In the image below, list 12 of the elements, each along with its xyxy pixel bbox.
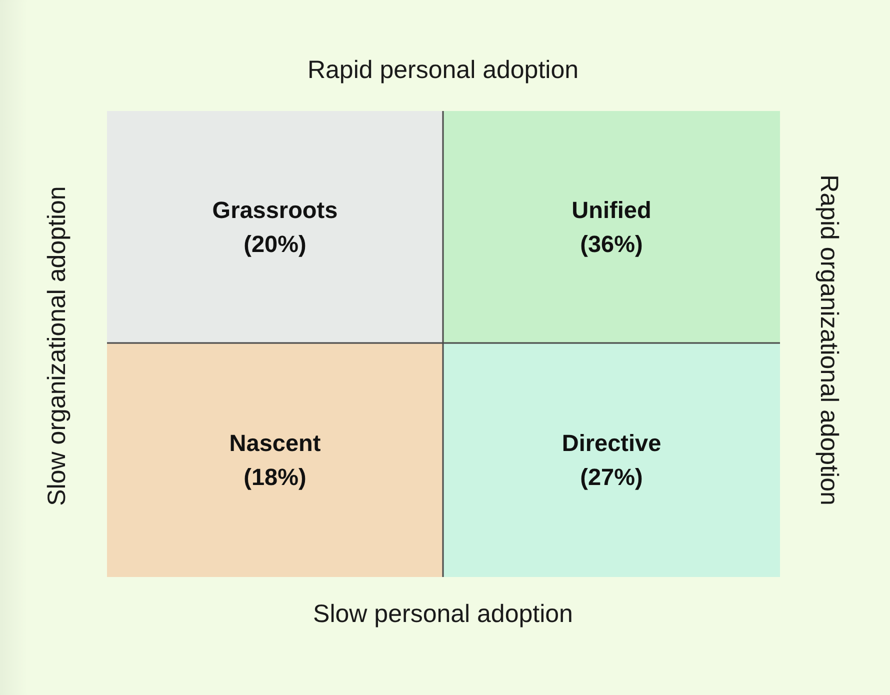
quadrant-title: Grassroots (20%) (212, 196, 338, 259)
quadrant (443, 343, 780, 577)
quadrant (107, 111, 443, 343)
quadrant (443, 111, 780, 343)
quadrant-title: Directive (27%) (562, 429, 662, 492)
quadrant (107, 343, 443, 577)
axis-label: Rapid personal adoption (307, 55, 579, 85)
axis-label: Rapid organizational adoption (814, 174, 844, 506)
axis-label: Slow personal adoption (313, 599, 573, 629)
axis-label: Slow organizational adoption (42, 186, 72, 506)
quadrant-title: Nascent (18%) (229, 429, 321, 492)
quadrant-title: Unified (36%) (572, 196, 652, 259)
